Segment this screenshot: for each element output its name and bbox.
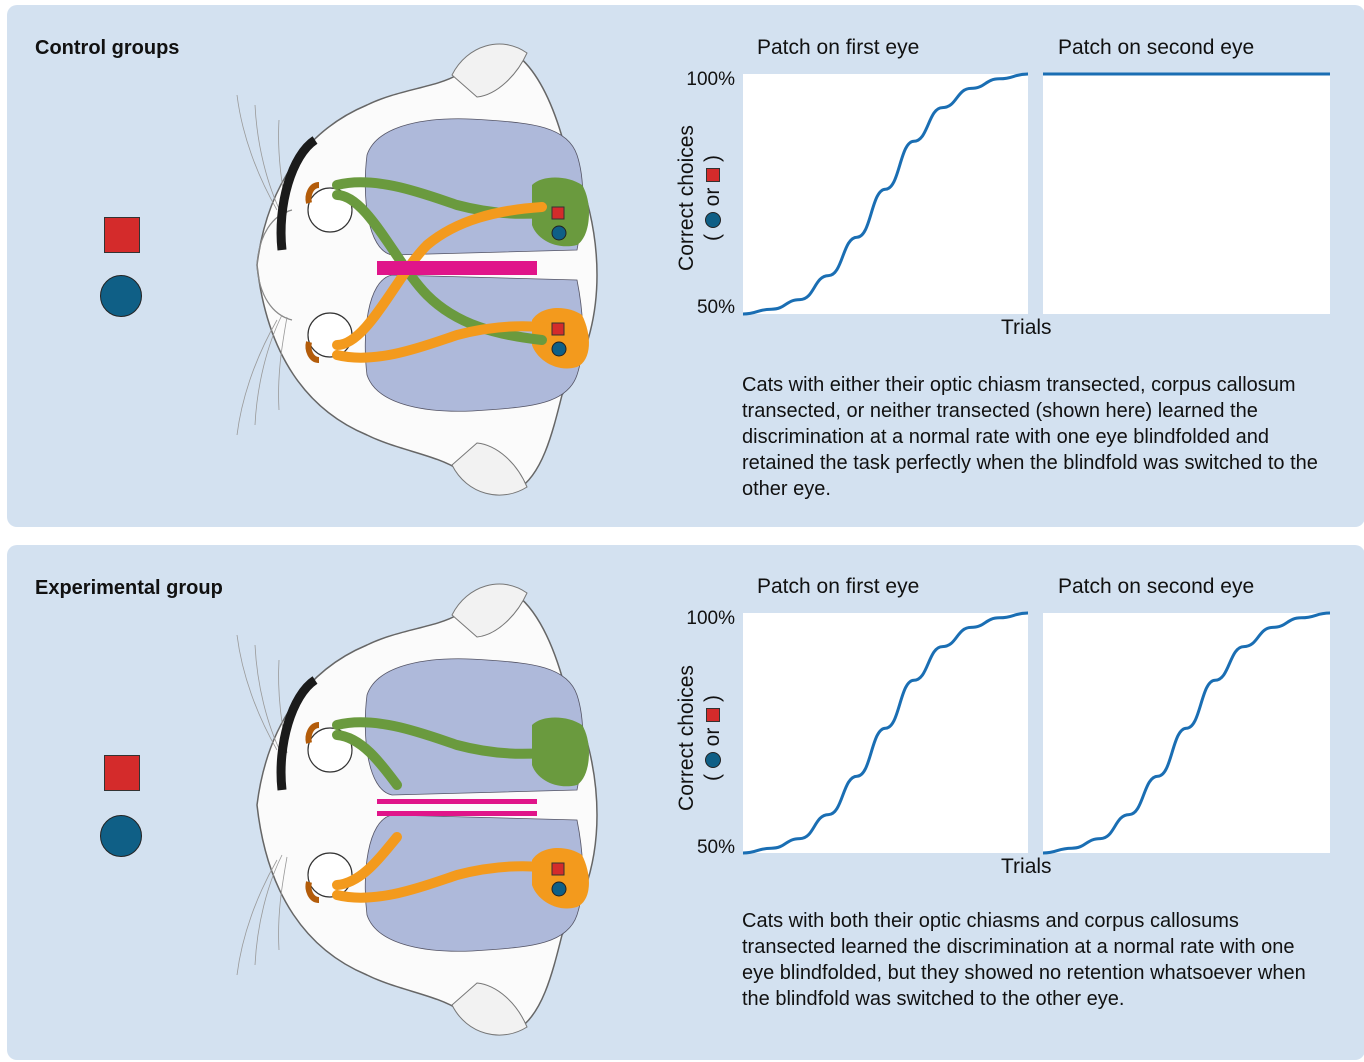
eye-patch — [276, 676, 318, 791]
eye-patch — [276, 136, 318, 251]
chart-title-second-eye: Patch on second eye — [1058, 36, 1255, 59]
optic-nerve-orange-cut — [332, 832, 402, 890]
square-symbol — [706, 167, 721, 182]
panel-title: Control groups — [35, 37, 180, 59]
blue-circle-stimulus — [100, 275, 142, 317]
optic-nerve-orange — [332, 202, 547, 350]
y-axis-label: Correct choices ( or ) — [675, 125, 724, 271]
y-tick-bottom: 50% — [696, 297, 735, 318]
brain-hemisphere-left — [364, 658, 584, 796]
chart-title-second-eye: Patch on second eye — [1058, 575, 1255, 598]
control-groups-panel: Control groups — [7, 5, 1364, 527]
eye-right — [307, 852, 353, 898]
cortex-circle-right — [551, 881, 567, 897]
y-tick-top: 100% — [686, 608, 735, 629]
y-axis-label: Correct choices ( or ) — [675, 665, 724, 811]
corpus-callosum-cut-top — [377, 799, 537, 804]
x-axis-label: Trials — [1001, 316, 1052, 339]
optic-nerve-orange-direct — [332, 861, 547, 903]
cat-ear-bottom — [451, 982, 528, 1036]
experimental-group-panel: Experimental group — [7, 545, 1364, 1060]
chart-title-first-eye: Patch on first eye — [757, 36, 920, 59]
y-tick-bottom: 50% — [696, 837, 735, 858]
corpus-callosum-cut-bottom — [377, 811, 537, 816]
brain-hemisphere-right — [364, 814, 584, 952]
cat-brain-illustration — [236, 43, 598, 496]
red-square-stimulus — [104, 217, 140, 253]
chart-experimental-first-eye — [742, 611, 1029, 855]
brain-hemisphere-right — [364, 274, 584, 412]
caption: Cats with both their optic chiasms and c… — [742, 910, 1306, 1010]
cat-ear-bottom — [451, 442, 528, 496]
caption: Cats with either their optic chiasm tran… — [742, 374, 1318, 500]
chart-experimental-second-eye — [1042, 611, 1331, 855]
corpus-callosum — [377, 261, 537, 275]
visual-cortex-left — [532, 717, 589, 787]
cortex-circle-right — [551, 341, 567, 357]
circle-symbol — [705, 212, 722, 229]
circle-symbol — [705, 752, 722, 769]
blue-circle-stimulus — [100, 815, 142, 857]
optic-nerve-orange-direct — [332, 321, 547, 363]
cortex-square-left — [551, 206, 565, 220]
panel-title: Experimental group — [35, 577, 223, 599]
visual-cortex-right — [532, 848, 589, 909]
cat-brain-illustration — [236, 583, 598, 1036]
visual-cortex-right — [532, 308, 589, 369]
cortex-circle-left — [551, 225, 567, 241]
learning-curve — [1042, 611, 1331, 855]
cortex-square-right — [551, 322, 565, 336]
cat-whiskers — [236, 94, 288, 436]
chart-title-first-eye: Patch on first eye — [757, 575, 920, 598]
cat-ear-top — [451, 583, 528, 638]
chart-control-first-eye — [742, 72, 1029, 316]
cat-ear-top — [451, 43, 528, 98]
learning-curve — [742, 611, 1029, 855]
y-tick-top: 100% — [686, 69, 735, 90]
cortex-square-right — [551, 862, 565, 876]
square-symbol — [706, 707, 721, 722]
optic-nerve-green-direct — [332, 717, 547, 759]
eye-right — [307, 312, 353, 358]
chart-control-second-eye — [1043, 72, 1330, 314]
red-square-stimulus — [104, 755, 140, 791]
optic-nerve-green — [332, 190, 547, 345]
learning-curve — [742, 72, 1029, 316]
brain-hemisphere-left — [364, 118, 584, 256]
x-axis-label: Trials — [1001, 855, 1052, 878]
optic-nerve-green-cut — [332, 730, 402, 790]
